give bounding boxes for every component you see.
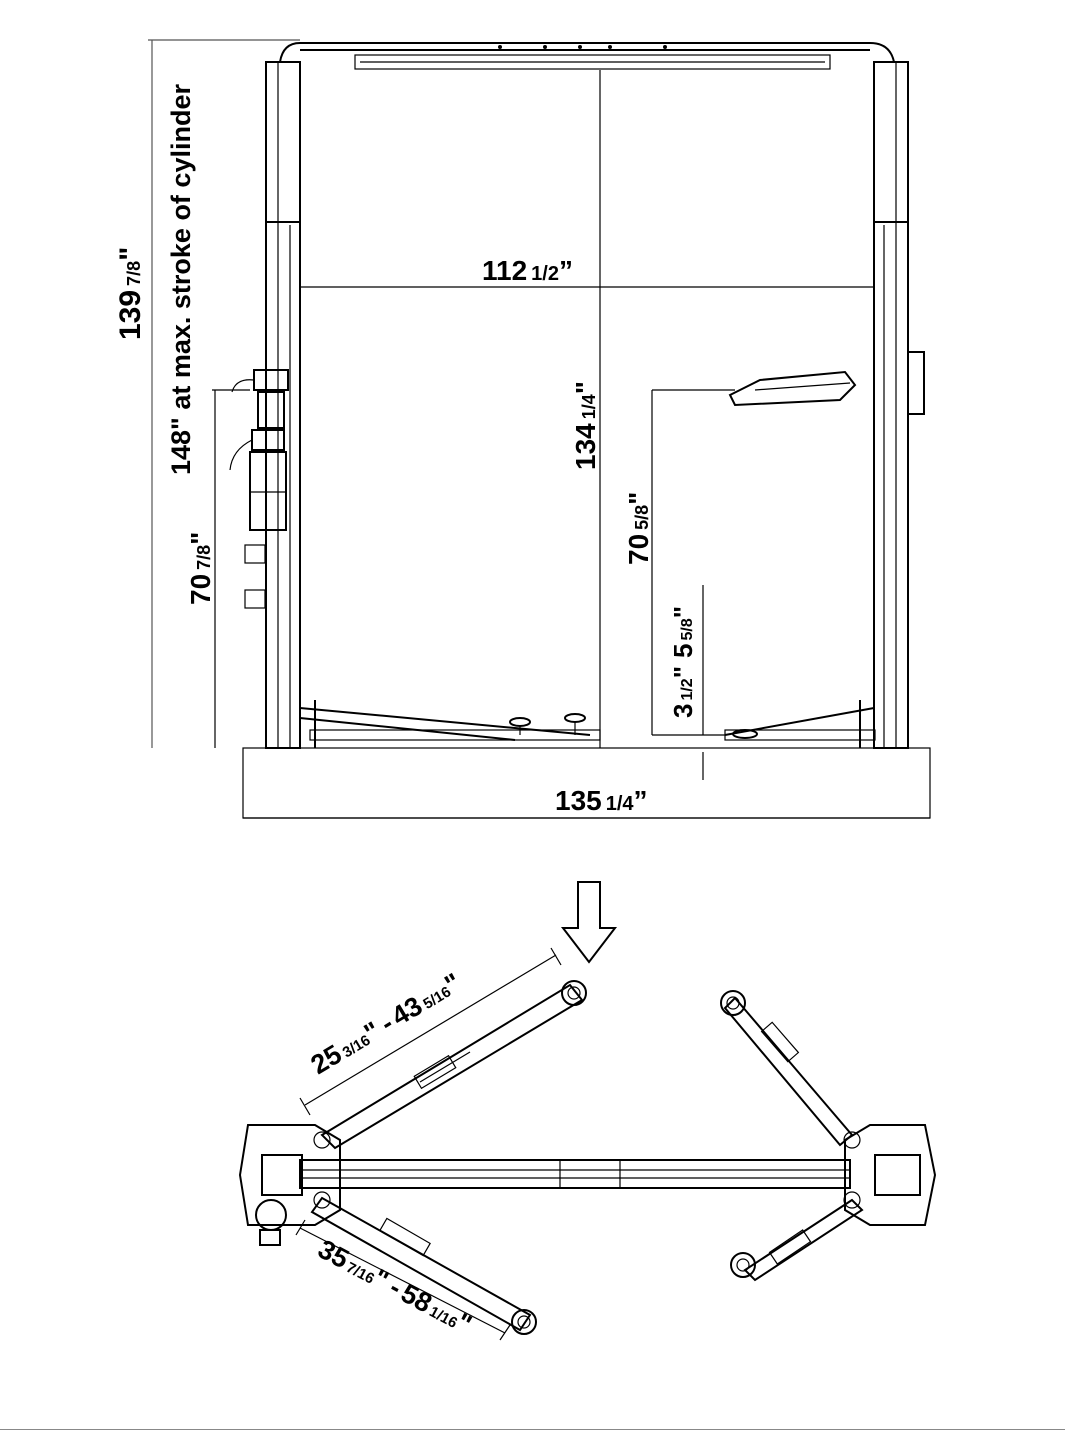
dim-line-front-arm-reach — [299, 947, 562, 1116]
top-view: 253/16"-435/16" 357/16"-581/16" — [238, 881, 937, 1341]
power-unit — [229, 369, 289, 609]
right-column — [873, 61, 909, 749]
right-lift-arm — [724, 700, 876, 748]
front-view: 1397/8" 148" at max. stroke of cylinder … — [114, 39, 931, 819]
right-carriage — [728, 351, 925, 415]
left-lift-arm — [299, 700, 601, 748]
left-column — [265, 61, 301, 749]
rear-right-arm — [730, 1198, 864, 1282]
label-power-unit-height: 707/8" — [185, 532, 216, 605]
label-vertical-clearance: 1341/4" — [570, 381, 601, 470]
overhead-beam — [279, 42, 895, 70]
label-max-lift-height: 705/8" — [623, 492, 654, 565]
dim-line-max-lift — [651, 389, 735, 736]
left-base-plate — [238, 1124, 341, 1246]
label-overall-height: 1397/8" — [114, 247, 147, 340]
cross-beam — [299, 1159, 851, 1189]
drive-direction-arrow-icon — [560, 881, 618, 964]
label-max-stroke-height: 148" at max. stroke of cylinder — [166, 84, 196, 475]
label-min-pad-height: 31/2"55/8" — [668, 606, 698, 718]
page-bottom-rule — [0, 1429, 1065, 1430]
right-base-plate — [843, 1124, 937, 1226]
dim-line-rear-arm-reach — [295, 1219, 511, 1341]
front-right-arm — [720, 990, 854, 1147]
label-rear-arm-reach: 357/16"-581/16" — [313, 1234, 476, 1340]
rear-left-arm — [310, 1196, 537, 1335]
dim-line-overall-height — [148, 39, 300, 748]
front-left-arm — [320, 980, 587, 1150]
dim-line-power-unit — [212, 389, 250, 748]
